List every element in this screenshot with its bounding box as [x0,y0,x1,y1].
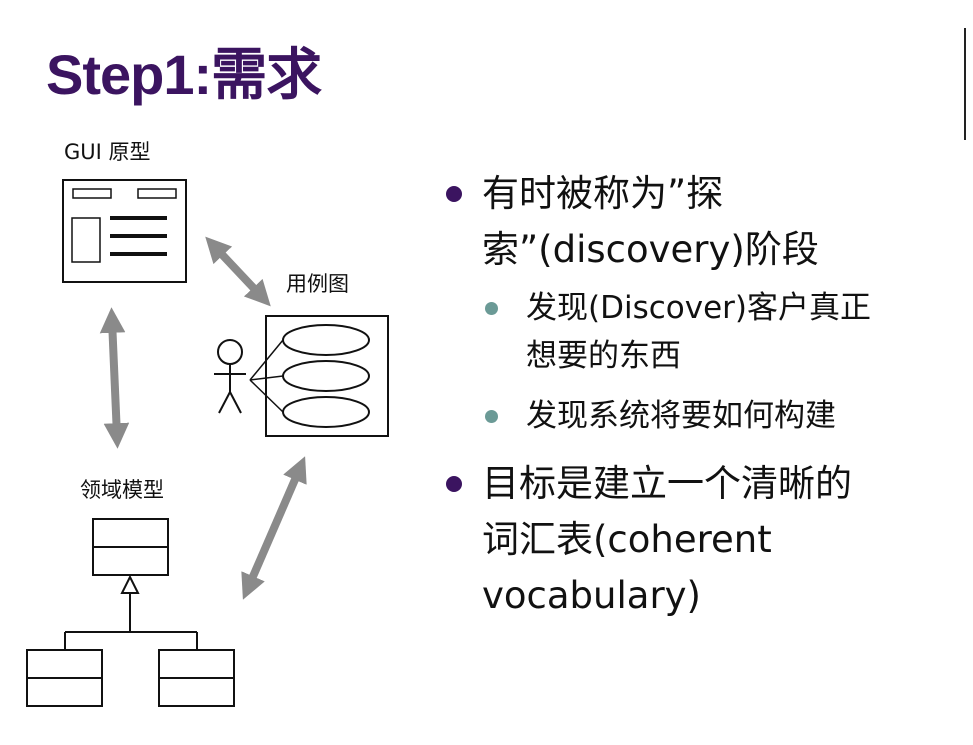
bullet-marker [446,476,462,492]
gui-prototype-label: GUI 原型 [64,140,151,164]
bullet-line: 发现(Discover)客户真正 [526,290,871,326]
use-case-diagram-icon [265,315,389,437]
sub-bullet-marker [485,410,498,423]
domain-model-icon [26,518,235,707]
slide-edge-rule [964,28,966,140]
bullet-item: 有时被称为”探 索”(discovery)阶段 [482,166,819,278]
gui-prototype-icon [62,179,187,283]
arrow-gui-domain [99,307,130,449]
bullet-line: vocabulary) [482,574,701,617]
sub-bullet-marker [485,302,498,315]
use-case-label: 用例图 [286,272,349,296]
bullet-line: 有时被称为”探 [482,172,724,215]
bullet-line: 发现系统将要如何构建 [526,398,836,434]
bullet-marker [446,186,462,202]
bullet-line: 想要的东西 [526,338,681,374]
bullet-item: 目标是建立一个清晰的 词汇表(coherent vocabulary) [482,456,852,624]
arrow-usecase-domain [241,456,307,600]
actor-icon [214,339,284,414]
bullet-line: 索”(discovery)阶段 [482,228,819,271]
domain-model-label: 领域模型 [80,478,164,502]
arrow-gui-usecase [205,236,271,307]
slide-title: Step1:需求 [46,43,322,106]
bullet-line: 目标是建立一个清晰的 [482,462,852,505]
sub-bullet-item: 发现(Discover)客户真正 想要的东西 [526,284,871,380]
sub-bullet-item: 发现系统将要如何构建 [526,392,836,440]
bullet-line: 词汇表(coherent [482,518,772,561]
